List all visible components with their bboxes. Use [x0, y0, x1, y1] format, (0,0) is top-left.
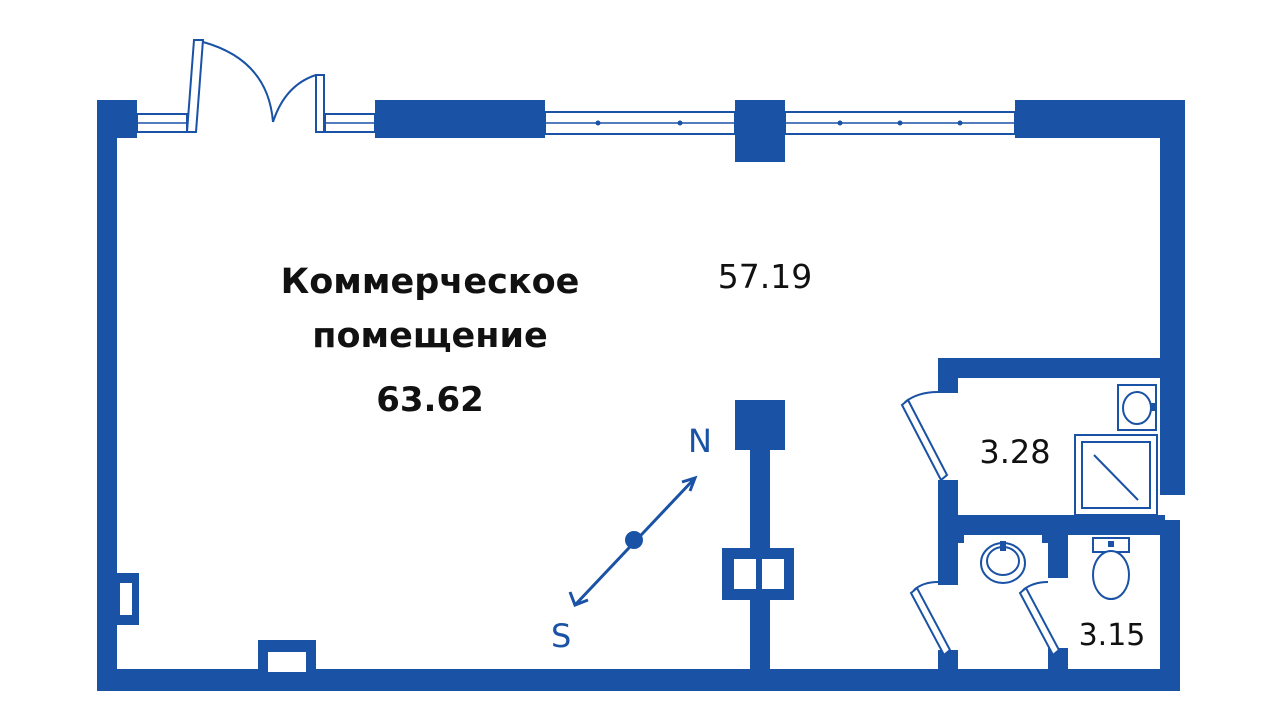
wall-top-right	[1015, 100, 1185, 138]
main-area-value: 63.62	[376, 380, 484, 420]
wall-top-pillar	[735, 100, 785, 162]
compass-center	[625, 531, 643, 549]
entrance-door	[185, 39, 325, 133]
wc-toilet-bowl	[1092, 550, 1130, 600]
bath-wall-bottom	[938, 515, 1165, 535]
wall-right-lower	[1160, 520, 1180, 691]
wall-top-left	[97, 100, 137, 138]
room-title: Коммерческое помещение	[230, 255, 630, 363]
wc-divider-a	[1048, 533, 1068, 578]
compass-south-label: S	[551, 617, 572, 655]
bathroom-door	[900, 391, 949, 482]
wall-top-block-1	[375, 100, 545, 138]
bath-wall-top	[938, 358, 1165, 378]
compass-north-label: N	[688, 422, 712, 460]
bath-wall-left-a	[938, 358, 958, 393]
wc-door	[1018, 581, 1061, 657]
wc-area-value: 3.15	[1078, 618, 1146, 653]
bath-wall-left-c	[938, 650, 958, 672]
hall-door	[909, 581, 952, 657]
wall-left	[97, 100, 117, 691]
partition-pillar-top	[735, 400, 785, 450]
bathroom-area-value: 3.28	[979, 433, 1051, 471]
sub-area-value: 57.19	[717, 257, 813, 296]
room-title-line1: Коммерческое	[280, 262, 580, 302]
wall-right-upper	[1160, 100, 1185, 495]
wall-bottom	[97, 669, 1180, 691]
room-title-line2: помещение	[312, 316, 548, 356]
